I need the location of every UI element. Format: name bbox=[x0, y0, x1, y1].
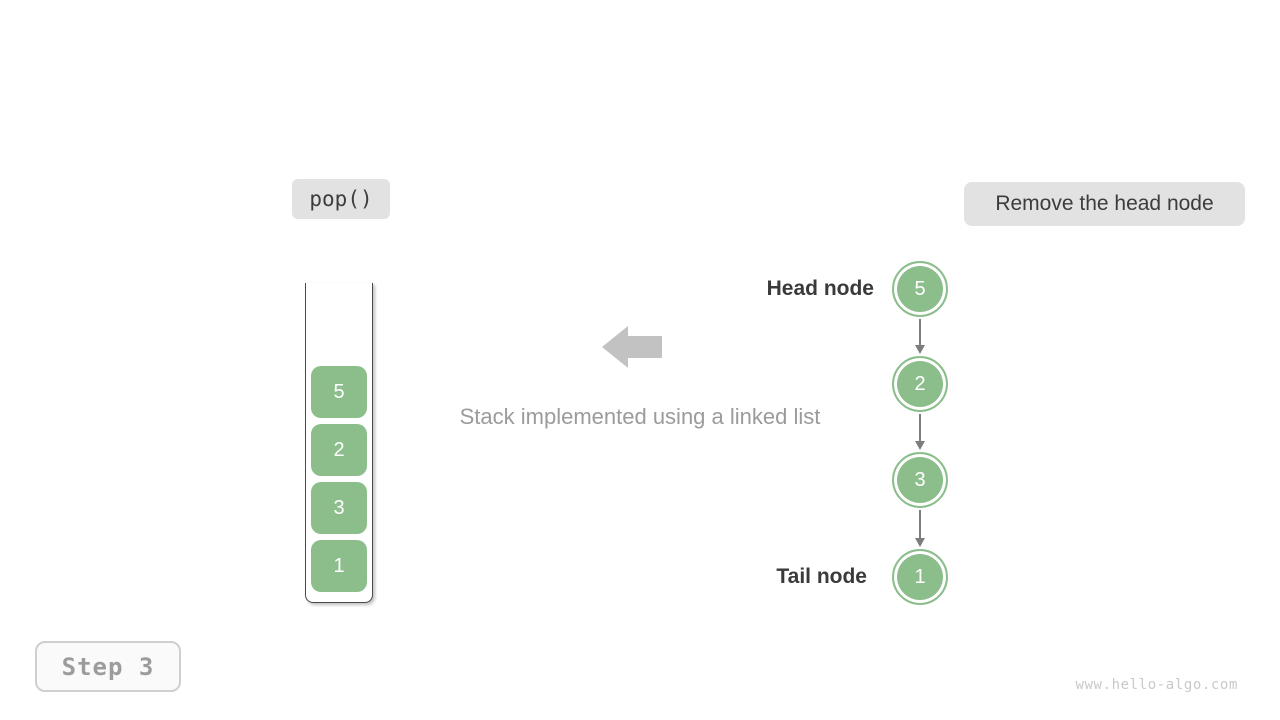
linked-list-node: 2 bbox=[892, 356, 948, 412]
step-indicator: Step 3 bbox=[35, 641, 181, 692]
stack-item: 3 bbox=[311, 482, 367, 534]
stack-item: 2 bbox=[311, 424, 367, 476]
stack-item: 1 bbox=[311, 540, 367, 592]
connector-line bbox=[918, 510, 922, 538]
tail-node-label: Tail node bbox=[776, 565, 867, 588]
remove-head-annotation: Remove the head node bbox=[964, 182, 1245, 226]
left-block-arrow-icon bbox=[602, 326, 662, 368]
down-arrow-connector bbox=[915, 510, 925, 547]
stack-container: 5 2 3 1 bbox=[305, 283, 373, 603]
linked-list-node-tail: 1 bbox=[892, 549, 948, 605]
linked-list-node-head: 5 bbox=[892, 261, 948, 317]
arrowhead-icon bbox=[915, 441, 925, 450]
arrowhead-icon bbox=[915, 345, 925, 354]
watermark: www.hello-algo.com bbox=[1075, 677, 1238, 693]
down-arrow-connector bbox=[915, 414, 925, 450]
caption-text: Stack implemented using a linked list bbox=[459, 404, 821, 429]
pop-operation-label: pop() bbox=[292, 179, 390, 219]
connector-line bbox=[918, 319, 922, 345]
stack-item: 5 bbox=[311, 366, 367, 418]
arrowhead-icon bbox=[915, 538, 925, 547]
head-node-label: Head node bbox=[766, 277, 874, 300]
down-arrow-connector bbox=[915, 319, 925, 354]
connector-line bbox=[918, 414, 922, 441]
linked-list-node: 3 bbox=[892, 452, 948, 508]
